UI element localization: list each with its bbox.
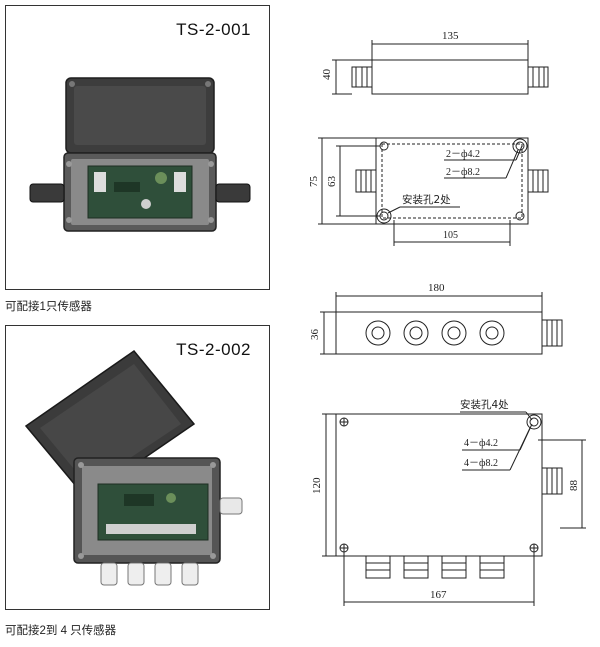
d2-top-length: 180 — [428, 282, 445, 294]
d1-plan-height-inner: 63 — [326, 176, 338, 188]
d1-hole-small: 2－ф4.2 — [446, 149, 480, 160]
product-photo-panel-2: TS-2-002 — [5, 325, 270, 610]
drawing1-side-view — [332, 40, 549, 95]
d2-hole-spacing-v: 88 — [568, 480, 580, 492]
d2-mount-note: 安装孔4处 — [460, 398, 509, 411]
d2-plan-height: 120 — [311, 477, 323, 494]
d2-top-height: 36 — [309, 329, 321, 341]
d1-hole-spacing: 105 — [443, 230, 458, 241]
d2-hole-spacing-h: 167 — [430, 589, 447, 601]
drawing2-side-view — [320, 292, 563, 355]
model-label-2: TS-2-002 — [176, 340, 251, 359]
d1-plan-height-outer: 75 — [308, 176, 320, 188]
drawing2-plan-view — [322, 411, 586, 606]
d1-top-length: 135 — [442, 30, 459, 42]
caption-1: 可配接1只传感器 — [5, 301, 92, 313]
product-photo-panel-1: TS-2-001 — [5, 5, 270, 290]
model-label-1: TS-2-001 — [176, 20, 251, 39]
d2-hole-large: 4－ф8.2 — [464, 458, 498, 469]
junction-box-photo-1 — [29, 77, 251, 232]
caption-2: 可配接2到 4 只传感器 — [5, 625, 117, 637]
d2-hole-small: 4－ф4.2 — [464, 438, 498, 449]
d1-hole-large: 2－ф8.2 — [446, 167, 480, 178]
junction-box-photo-2 — [24, 349, 243, 586]
drawing1-plan-view — [318, 137, 549, 246]
d1-top-height: 40 — [321, 69, 333, 81]
d1-mount-note: 安装孔2处 — [402, 193, 451, 206]
